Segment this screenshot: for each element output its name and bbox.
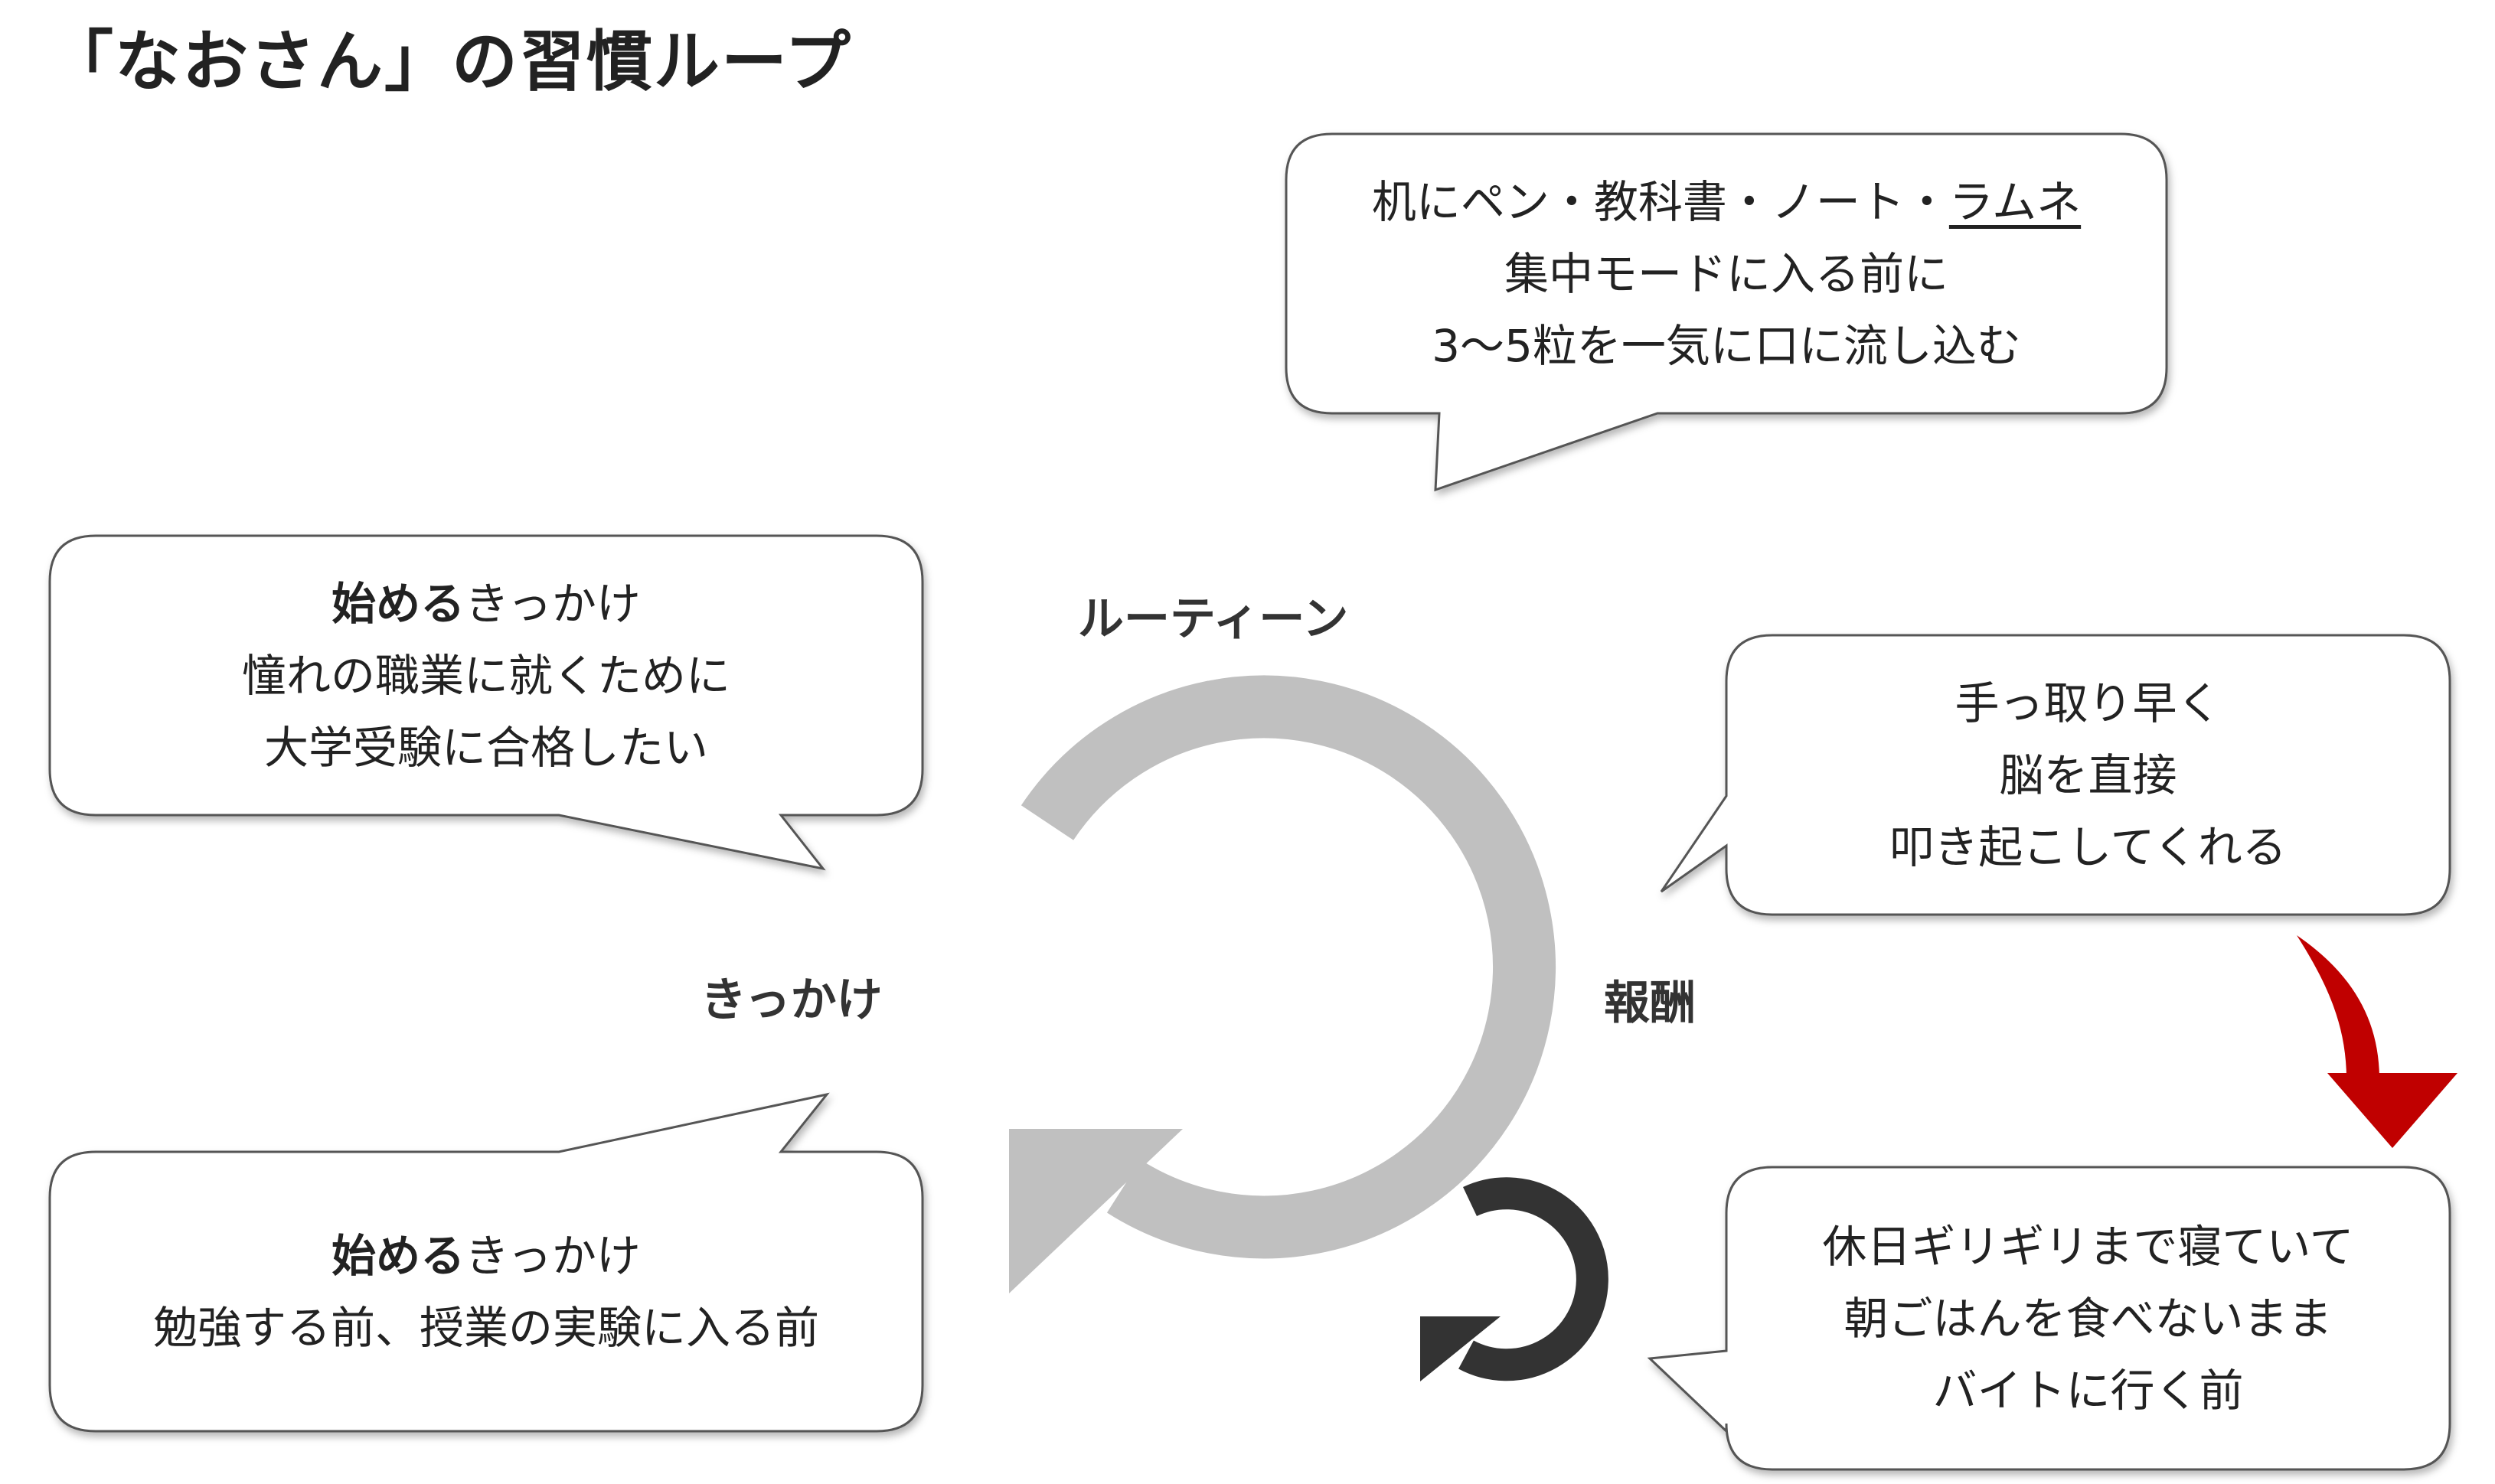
reward-bottom-bubble-text: 休日ギリギリまで寝ていて 朝ごはんを食べないまま バイトに行く前 xyxy=(1726,1167,2450,1469)
reward-speech-bubble-top xyxy=(1660,634,2451,916)
reward-bottom-line-1: 休日ギリギリまで寝ていて xyxy=(1822,1220,2354,1273)
cue-bottom-bubble-text: 始めるきっかけ 勉強する前、授業の実験に入る前 xyxy=(50,1152,923,1431)
circular-arrow-icon xyxy=(1009,675,1556,1293)
cue-top-line-1: 始めるきっかけ xyxy=(331,568,641,640)
routine-line-1-main: 机にペン・教科書・ノート・ xyxy=(1371,175,1949,228)
routine-label: ルーティーン xyxy=(1078,592,1349,646)
cue-speech-bubble-bottom xyxy=(48,1092,924,1433)
cue-bottom-line-1: 始めるきっかけ xyxy=(331,1220,641,1292)
routine-line-1: 机にペン・教科書・ノート・ラムネ xyxy=(1372,166,2081,238)
routine-bubble-text: 机にペン・教科書・ノート・ラムネ 集中モードに入る前に 3〜5粒を一気に口に流し… xyxy=(1286,134,2167,413)
routine-line-1-underlined: ラムネ xyxy=(1948,175,2082,228)
cue-top-bubble-text: 始めるきっかけ 憧れの職業に就くために 大学受験に合格したい xyxy=(50,536,923,815)
cue-bottom-line-1-rest: きっかけ xyxy=(465,1229,641,1282)
cue-bottom-bold-word: 始める xyxy=(331,1229,465,1282)
reward-speech-bubble-bottom xyxy=(1647,1166,2451,1471)
cue-bottom-line-2: 勉強する前、授業の実験に入る前 xyxy=(152,1301,819,1354)
reward-top-line-1: 手っ取り早く xyxy=(1955,677,2222,729)
small-circular-arrow-icon xyxy=(1420,1177,1608,1381)
reward-top-line-2: 脳を直接 xyxy=(1999,749,2177,801)
reward-bottom-line-2: 朝ごはんを食べないまま xyxy=(1843,1292,2333,1345)
reward-bottom-line-3: バイトに行く前 xyxy=(1932,1364,2244,1417)
cue-label: きっかけ xyxy=(700,974,883,1027)
cue-top-line-1-rest: きっかけ xyxy=(465,577,641,630)
cue-top-line-2: 憧れの職業に就くために xyxy=(241,649,730,702)
cue-top-bold-word: 始める xyxy=(331,577,465,630)
routine-speech-bubble xyxy=(1285,132,2168,492)
reward-label: 報酬 xyxy=(1604,977,1696,1030)
routine-line-2: 集中モードに入る前に xyxy=(1504,247,1948,300)
routine-line-3: 3〜5粒を一気に口に流し込む xyxy=(1432,319,2021,372)
reward-top-line-3: 叩き起こしてくれる xyxy=(1889,820,2287,873)
cue-top-line-3: 大学受験に合格したい xyxy=(263,721,708,774)
reward-top-bubble-text: 手っ取り早く 脳を直接 叩き起こしてくれる xyxy=(1726,635,2450,915)
cue-speech-bubble-top xyxy=(48,534,924,871)
curved-down-arrow-icon xyxy=(2297,935,2457,1148)
page-title: 「なおさん」の習慣ループ xyxy=(47,24,852,100)
